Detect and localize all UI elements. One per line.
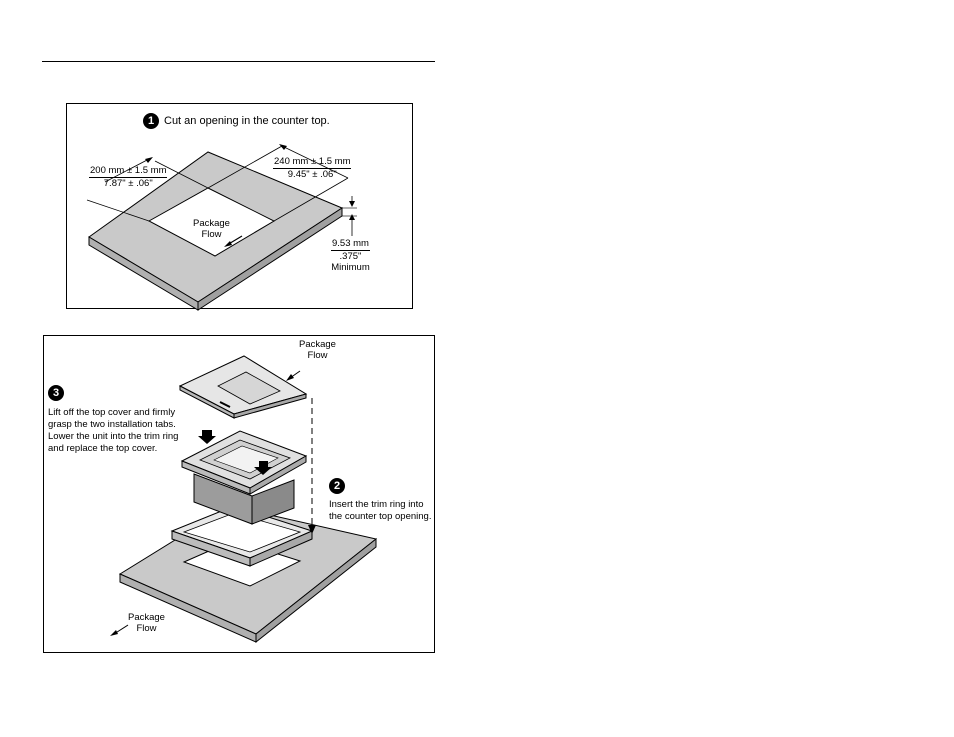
installation-tab-arrow-right bbox=[254, 461, 272, 475]
thickness-note: Minimum bbox=[331, 262, 370, 273]
depth-dimension-label: 240 mm ± 1.5 mm 9.45" ± .06" bbox=[273, 156, 352, 180]
counter-top-cutout-drawing bbox=[86, 144, 357, 311]
width-mm: 200 mm ± 1.5 mm bbox=[89, 165, 168, 178]
cut-opening-figure: 1 Cut an opening in the counter top. 200… bbox=[66, 103, 413, 311]
package-flow-label-top: Package Flow bbox=[299, 339, 336, 361]
exploded-installation-drawing bbox=[110, 355, 378, 644]
install-unit-figure: Package Flow 3 Lift off the top cover an… bbox=[43, 335, 435, 653]
depth-mm: 240 mm ± 1.5 mm bbox=[273, 156, 352, 169]
scanner-body-side bbox=[251, 479, 295, 525]
width-in: 7.87" ± .06" bbox=[103, 178, 153, 189]
step-3-badge: 3 bbox=[48, 385, 64, 401]
step-2-heading: 2 bbox=[329, 478, 345, 494]
step-1-text: Cut an opening in the counter top. bbox=[164, 115, 330, 127]
width-dimension-label: 200 mm ± 1.5 mm 7.87" ± .06" bbox=[89, 165, 168, 189]
thickness-mm: 9.53 mm bbox=[331, 238, 370, 251]
step-1-badge: 1 bbox=[143, 113, 159, 129]
thickness-in: .375" bbox=[339, 251, 362, 262]
step-3-heading: 3 bbox=[48, 385, 64, 401]
step-1-heading: 1 Cut an opening in the counter top. bbox=[143, 113, 330, 129]
header-rule bbox=[42, 61, 435, 62]
depth-in: 9.45" ± .06" bbox=[287, 169, 337, 180]
package-flow-label: Package Flow bbox=[193, 218, 230, 240]
step-2-instructions: Insert the trim ring into the counter to… bbox=[329, 499, 432, 522]
package-flow-label-bottom: Package Flow bbox=[128, 612, 165, 634]
step-2-badge: 2 bbox=[329, 478, 345, 494]
thickness-dimension-label: 9.53 mm .375" Minimum bbox=[331, 238, 370, 273]
installation-tab-arrow-left bbox=[198, 430, 216, 444]
step-3-instructions: Lift off the top cover and firmly grasp … bbox=[48, 407, 179, 454]
